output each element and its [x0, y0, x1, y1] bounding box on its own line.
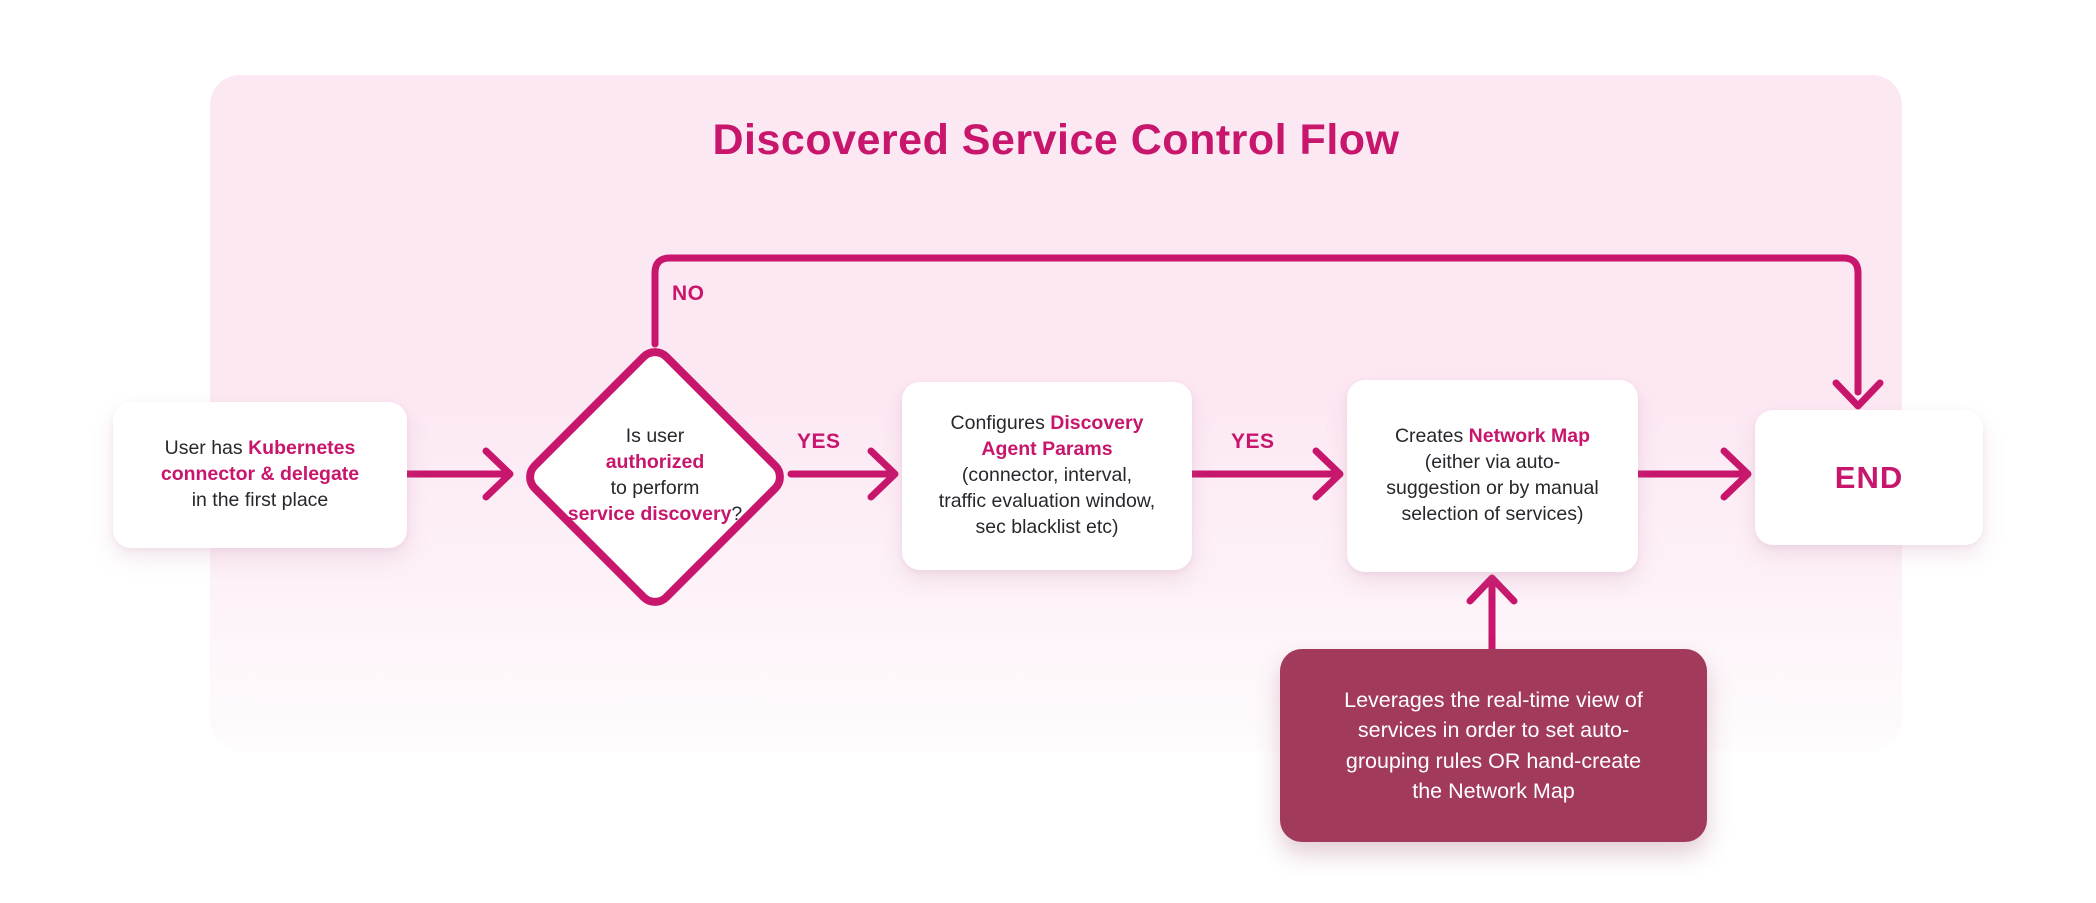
node-create-network-map: Creates Network Map(either via auto-sugg… [1347, 380, 1638, 572]
node-end: END [1755, 410, 1983, 545]
end-label: END [1834, 459, 1904, 495]
edge-label-yes-1: YES [797, 430, 841, 453]
edge-label-yes-2: YES [1231, 430, 1275, 453]
edge-label-no: NO [672, 282, 705, 305]
diagram-title: Discovered Service Control Flow [712, 116, 1400, 164]
